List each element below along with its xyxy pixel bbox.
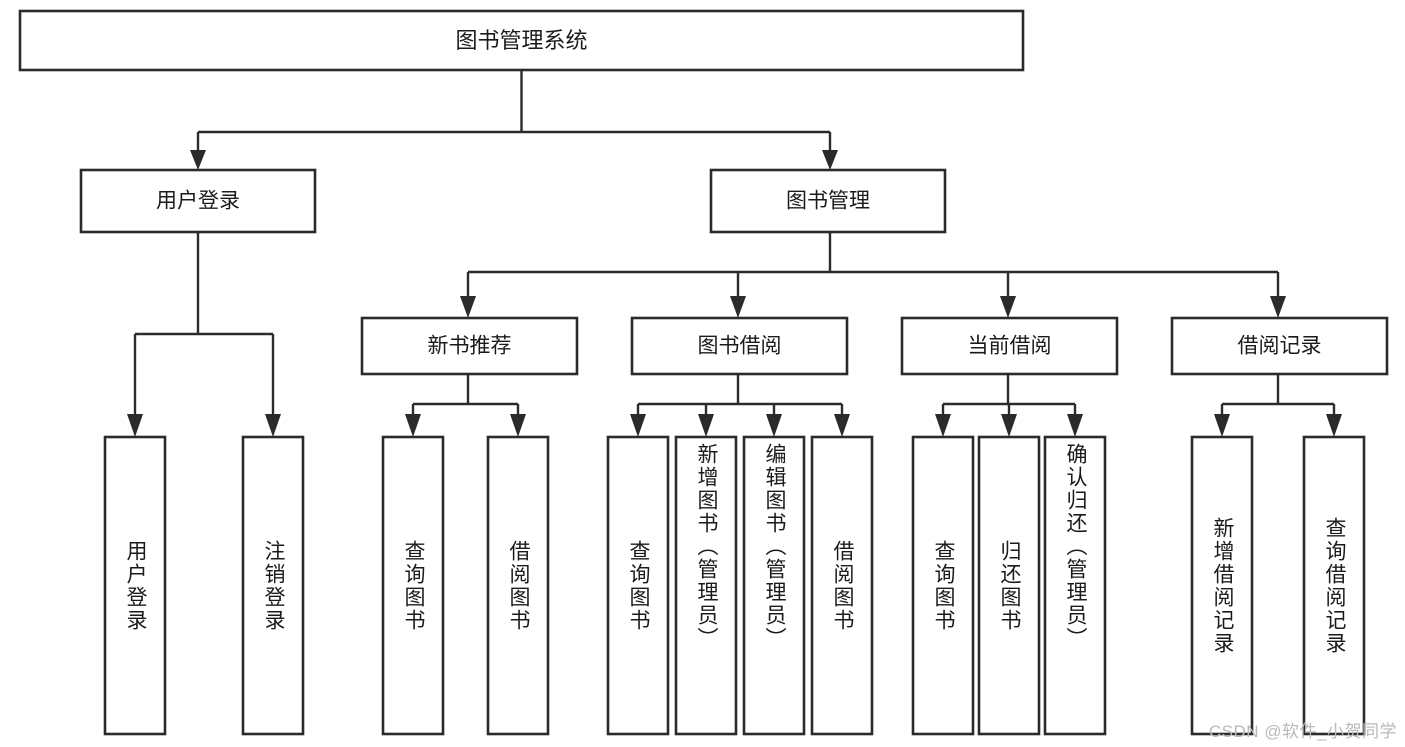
node-leaf-query-book-3[interactable] [911,435,975,736]
arrowhead-book-manage [822,150,838,170]
label-user-login: 用户登录 [156,190,240,213]
arrowhead-leaf-query-book-3 [935,414,951,437]
arrowhead-leaf-query-book-2 [630,414,646,437]
node-user-login[interactable] [79,168,317,234]
arrowhead-leaf-add-book [698,414,714,437]
node-leaf-add-borrow-record[interactable] [1190,435,1254,736]
arrowhead-leaf-query-book-1 [405,414,421,437]
node-book-manage[interactable] [709,168,947,234]
arrowhead-leaf-user-login [127,414,143,437]
arrowhead-n3 [1000,296,1016,318]
arrowhead-leaf-borrow-book-2 [834,414,850,437]
arrowhead-n2 [730,296,746,318]
node-root[interactable] [18,9,1025,72]
arrowhead-leaf-borrow-book-1 [510,414,526,437]
arrowhead-n1 [460,296,476,318]
arrowhead-leaf-query-borrow-record [1326,414,1342,437]
node-leaf-return-book[interactable] [977,435,1041,736]
label-book-borrow: 图书借阅 [698,335,782,358]
label-borrow-record: 借阅记录 [1238,335,1322,358]
arrowhead-leaf-add-borrow-record [1214,414,1230,437]
node-leaf-add-book[interactable] [674,435,738,736]
label-book-manage: 图书管理 [786,190,870,213]
label-new-book-recommend: 新书推荐 [428,335,512,358]
node-leaf-borrow-book-2[interactable] [810,435,874,736]
node-box-group [18,9,1389,736]
node-leaf-logout-login[interactable] [241,435,305,736]
label-root: 图书管理系统 [455,28,587,53]
node-leaf-confirm-return[interactable] [1043,435,1107,736]
node-leaf-query-borrow-record[interactable] [1302,435,1366,736]
arrowhead-leaf-return-book [1001,414,1017,437]
node-new-book-recommend[interactable] [360,316,579,376]
node-label-group: 图书管理系统 用户登录 图书管理 新书推荐 图书借阅 当前借阅 借阅记录 [156,28,1322,358]
arrowhead-leaf-confirm-return [1067,414,1083,437]
arrowhead-leaf-edit-book [766,414,782,437]
node-leaf-borrow-book-1[interactable] [486,435,550,736]
arrowhead-leaf-logout-login [265,414,281,437]
watermark-text: CSDN @软件_小贺同学 [1208,722,1397,741]
node-leaf-query-book-2[interactable] [606,435,670,736]
node-borrow-record[interactable] [1170,316,1389,376]
node-leaf-user-login[interactable] [103,435,167,736]
node-current-borrow[interactable] [900,316,1119,376]
arrowhead-n4 [1270,296,1286,318]
node-book-borrow[interactable] [630,316,849,376]
node-leaf-edit-book[interactable] [742,435,806,736]
label-current-borrow: 当前借阅 [968,335,1052,358]
node-leaf-query-book-1[interactable] [381,435,445,736]
arrowhead-group [127,150,1342,437]
arrowhead-user-login [190,150,206,170]
